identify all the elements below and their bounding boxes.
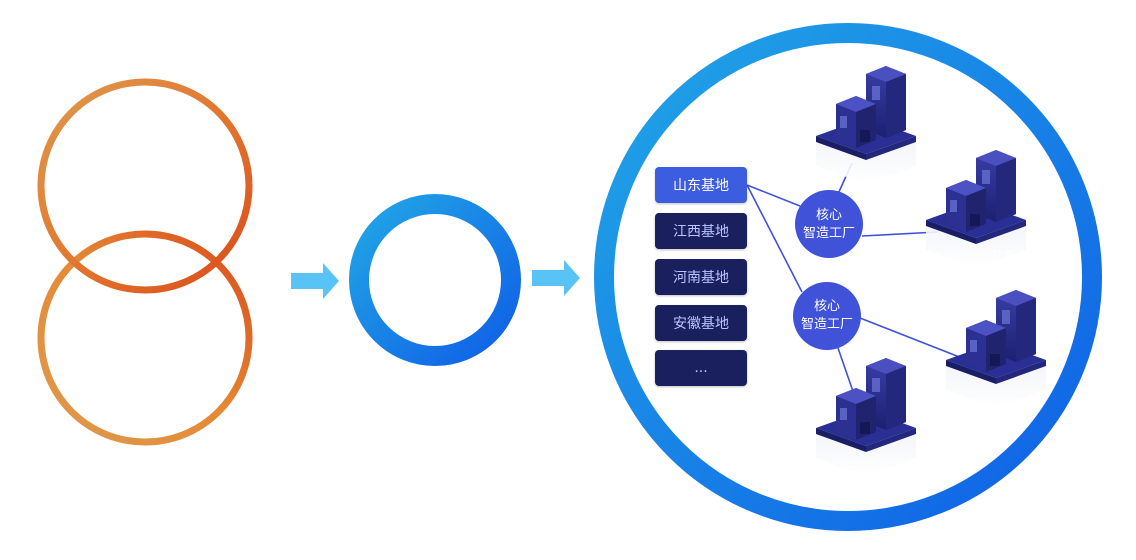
network-ring bbox=[594, 23, 1102, 531]
arrow-right-icon bbox=[291, 263, 339, 299]
core-factory-label: 核心 智造工厂 bbox=[789, 207, 869, 243]
base-label: 江西基地 bbox=[673, 224, 729, 240]
orange-ring-lower bbox=[37, 230, 253, 446]
base-label: ... bbox=[694, 360, 708, 376]
satellite-factory-label: 卫星工厂 bbox=[988, 249, 1045, 264]
satellite-factory-icon bbox=[816, 66, 916, 184]
arrow-right-icon bbox=[532, 260, 580, 296]
blue-ring-icon bbox=[349, 194, 521, 366]
satellite-factory-label: 卫星工厂 bbox=[859, 175, 916, 190]
core-label-line2: 智造工厂 bbox=[802, 226, 855, 241]
core-factory-node bbox=[793, 282, 861, 350]
core-label-line1: 核心 bbox=[815, 208, 842, 223]
core-factory-label: 核心 智造工厂 bbox=[787, 298, 867, 334]
core-label-line2: 智造工厂 bbox=[800, 317, 853, 332]
satellite-factory-label: 卫星工厂 bbox=[972, 399, 1029, 414]
base-item: ... bbox=[655, 350, 747, 386]
base-item: 山东基地 bbox=[655, 167, 747, 203]
satellite-factory-icon bbox=[816, 358, 916, 476]
satellite-factory-icon bbox=[946, 290, 1046, 408]
base-label: 山东基地 bbox=[673, 178, 729, 194]
core-label-line1: 核心 bbox=[813, 299, 840, 314]
base-label: 安徽基地 bbox=[673, 316, 729, 332]
satellite-factory-label: 卫星工厂 bbox=[846, 465, 903, 480]
base-item: 河南基地 bbox=[655, 259, 747, 295]
base-item: 安徽基地 bbox=[655, 305, 747, 341]
base-item: 江西基地 bbox=[655, 213, 747, 249]
orange-ring-upper bbox=[37, 78, 253, 294]
core-factory-node bbox=[795, 190, 863, 258]
base-label: 河南基地 bbox=[673, 270, 729, 286]
connector-lines bbox=[746, 162, 963, 401]
orange-rings-icon bbox=[37, 78, 253, 446]
